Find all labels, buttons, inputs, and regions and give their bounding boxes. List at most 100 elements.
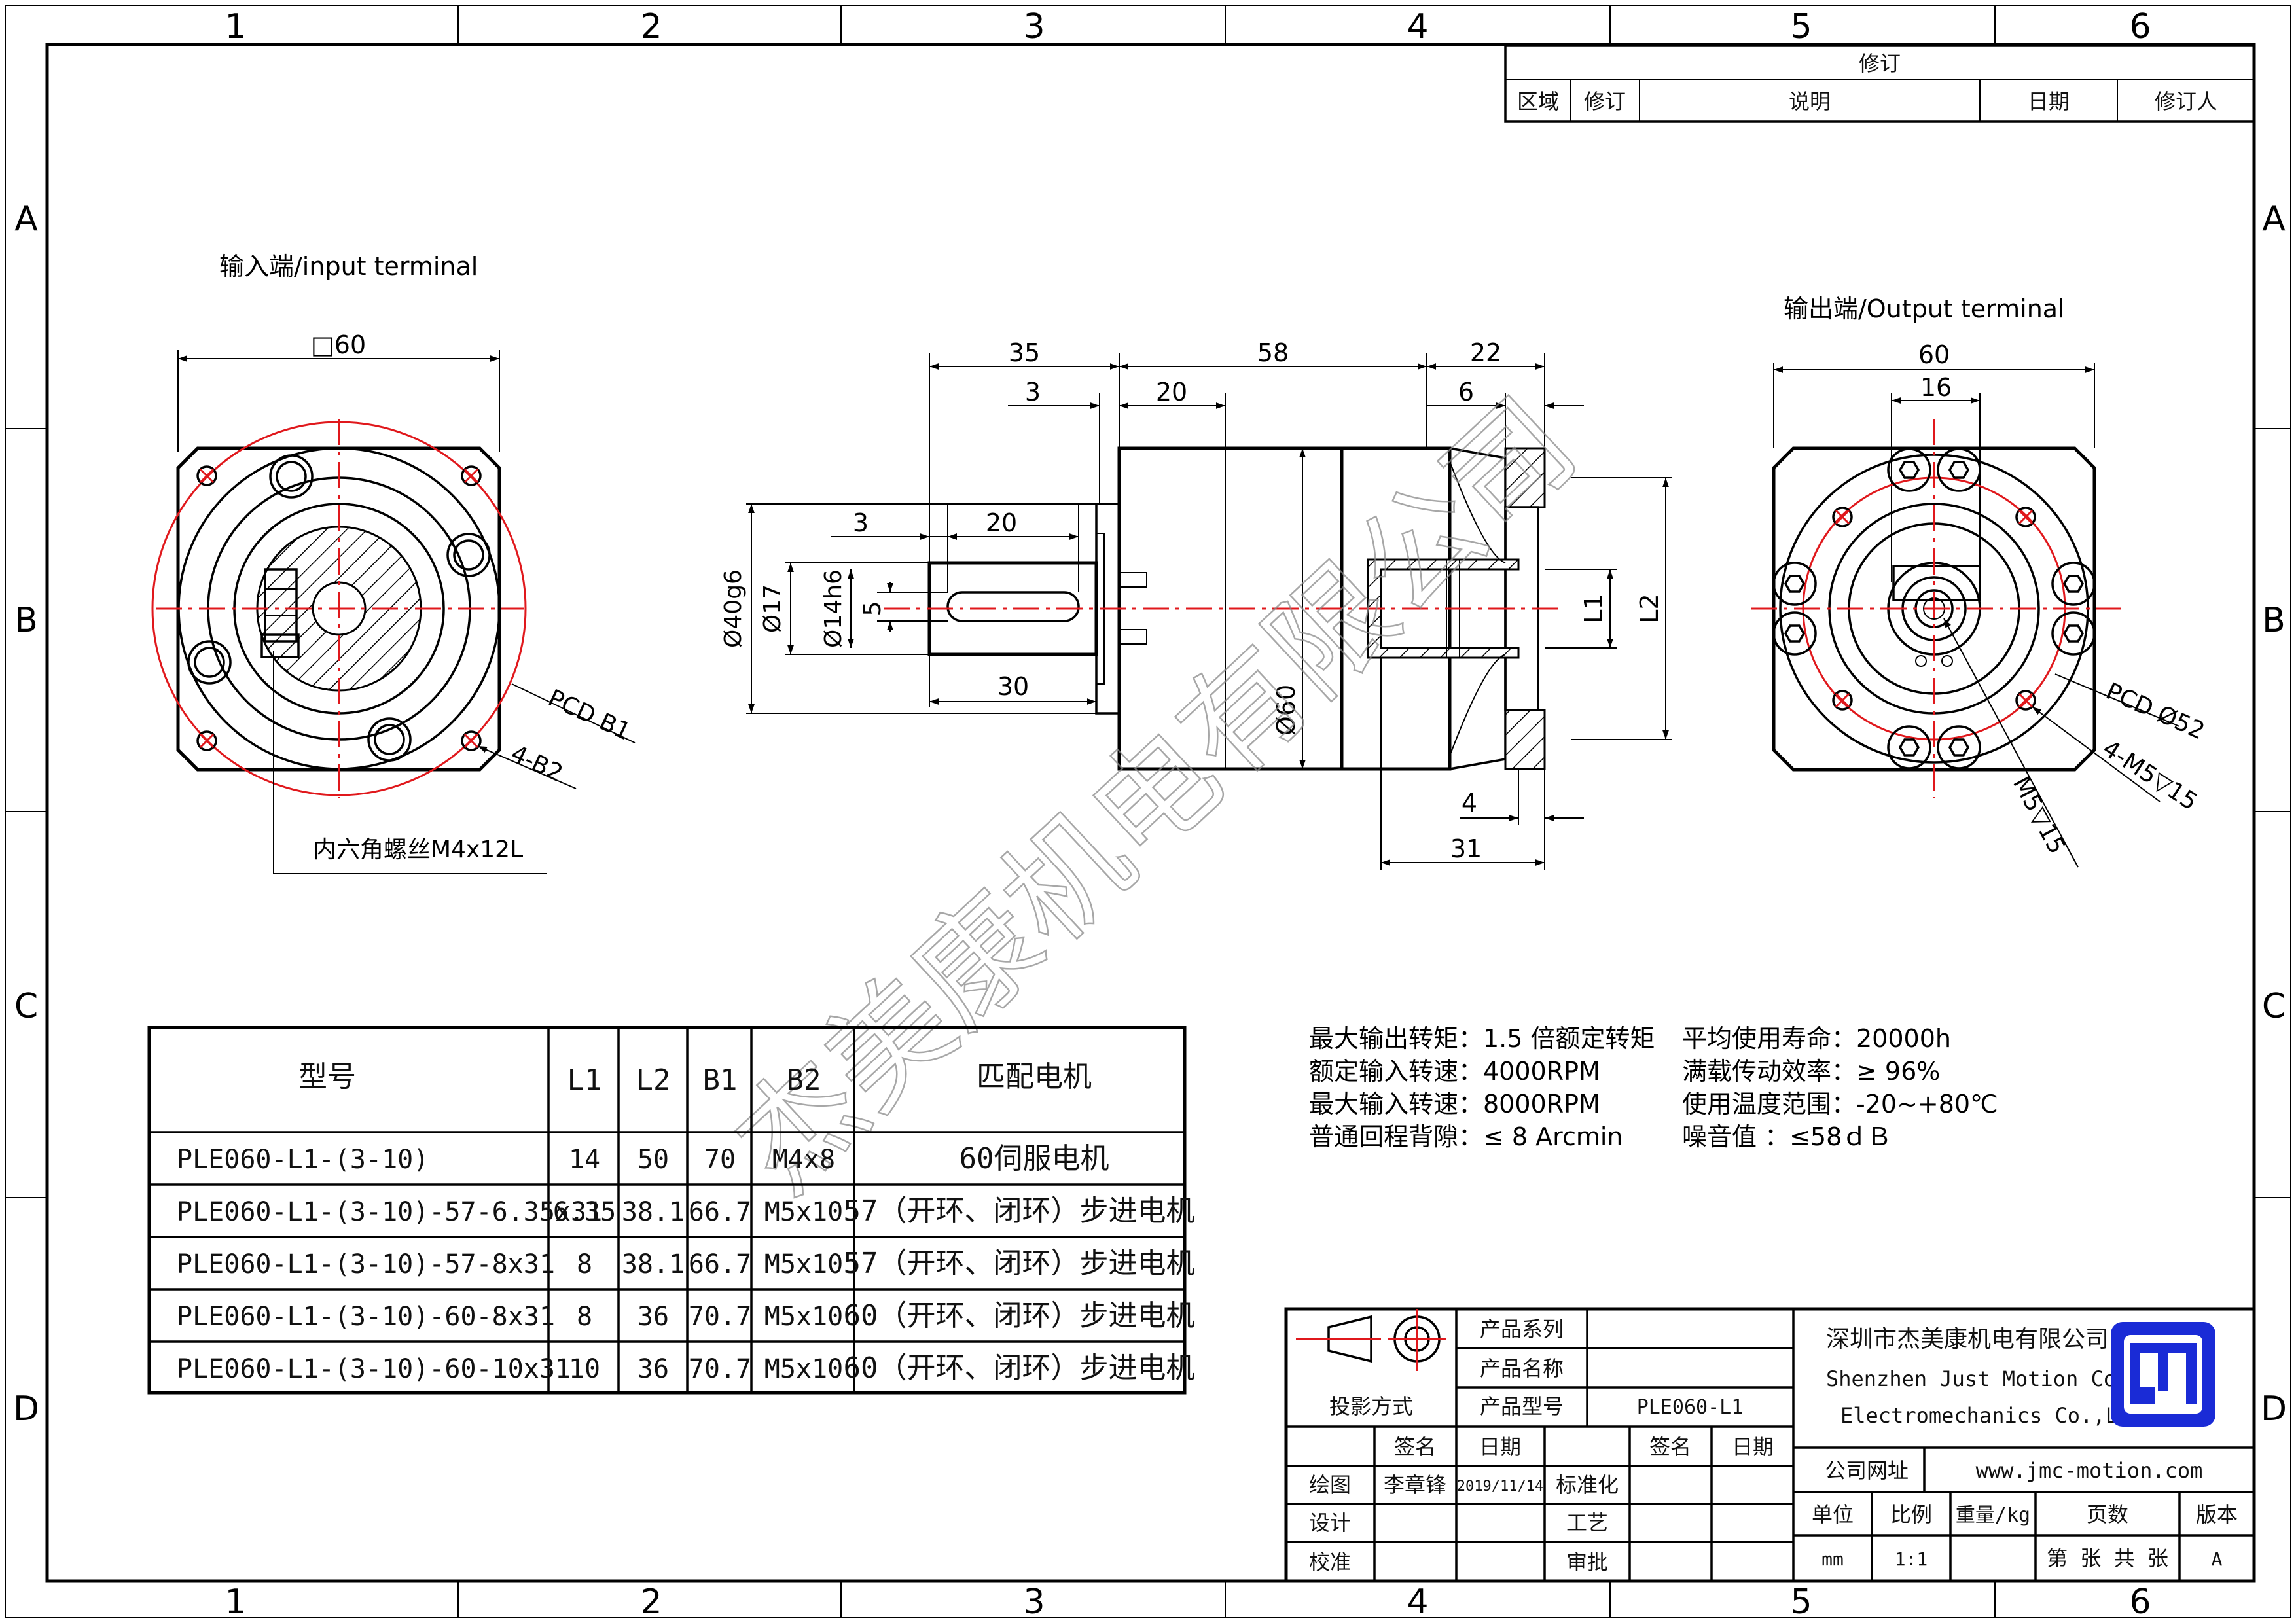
title-unit: mm [1821,1548,1844,1570]
title-website-label: 公司网址 [1825,1458,1909,1483]
output-label-center: M5▽15 [2007,772,2070,859]
side-section-view: 35 58 22 3 20 6 3 20 30 [720,338,1672,870]
table-row: PLE060-L1-(3-10)-60-8x31 8 36 70.7 M5x10… [177,1299,1194,1332]
spec-cell-L1: 14 [569,1145,600,1175]
frame-col-4-bottom: 4 [1407,1582,1428,1622]
revision-header-rev: 修订 [1584,89,1626,114]
title-scale-label: 比例 [1890,1502,1932,1527]
title-projection-label: 投影方式 [1329,1394,1413,1419]
side-dim-L2: L2 [1635,594,1664,623]
side-dim-L1: L1 [1579,594,1608,623]
revision-header-area: 区域 [1517,89,1559,114]
output-terminal-view: 输出端/Output terminal 60 16 [1751,294,2208,868]
input-label-pcd: PCD B1 [544,685,634,746]
side-dim-3-top: 3 [1025,378,1041,406]
spec-header-model: 型号 [298,1060,356,1094]
frame-col-3-bottom: 3 [1023,1582,1045,1622]
frame-col-6-top: 6 [2129,7,2151,46]
table-row: PLE060-L1-(3-10)-60-10x31 10 36 70.7 M5x… [177,1351,1194,1385]
spec-header-B1: B1 [703,1063,738,1097]
revision-header-reviser: 修订人 [2155,89,2217,114]
revision-header-desc: 说明 [1789,89,1831,114]
output-dim-16: 16 [1920,373,1952,402]
frame-row-c-left: C [14,987,38,1026]
spec-cell-L2: 50 [637,1145,669,1175]
title-approve-label: 审批 [1566,1550,1608,1575]
side-dim-20-inner: 20 [986,508,1017,537]
spec-header-B2: B2 [787,1063,821,1097]
title-model-label: 产品型号 [1480,1394,1564,1419]
title-sign-label-1: 签名 [1394,1435,1436,1459]
spec-cell-B2: M5x10 [764,1302,843,1332]
frame-col-6-bottom: 6 [2129,1582,2151,1622]
side-dim-30: 30 [997,672,1029,701]
spec-cell-motor: 57（开环、闭环）步进电机 [844,1247,1195,1280]
side-dim-17: Ø17 [759,584,786,633]
side-dim-4: 4 [1462,789,1477,817]
spec-cell-L2: 38.1 [622,1197,685,1227]
output-label-pcd: PCD Ø52 [2102,678,2208,745]
side-dim-22: 22 [1470,338,1501,367]
side-dim-40g6: Ø40g6 [720,569,747,648]
frame-col-5-bottom: 5 [1790,1582,1812,1622]
spec-cell-L1: 10 [569,1354,600,1384]
spec-cell-B1: 66.7 [689,1197,751,1227]
title-version-label: 版本 [2196,1502,2238,1527]
title-sign-label-2: 签名 [1649,1435,1691,1459]
input-label-holes: 4-B2 [507,740,567,787]
spec-cell-L1: 8 [577,1302,592,1332]
side-dim-35: 35 [1009,338,1040,367]
title-scale: 1:1 [1895,1548,1928,1570]
frame-row-a-left: A [14,200,38,239]
spec-cell-model: PLE060-L1-(3-10)-57-8x31 [177,1249,555,1279]
spec-cell-B1: 70.7 [689,1354,751,1384]
table-row: PLE060-L1-(3-10)-57-6.35x31 6.35 38.1 66… [177,1194,1194,1228]
title-pages: 第 张 共 张 [2047,1546,2168,1571]
title-website: www.jmc-motion.com [1976,1458,2203,1483]
title-drawer: 李章锋 [1384,1472,1446,1497]
frame-row-d-right: D [2261,1389,2287,1429]
spec-cell-B1: 66.7 [689,1249,751,1279]
title-block: 投影方式 产品系列 产品名称 产品型号 PLE060-L1 签名 日期 签名 日… [1284,1307,2256,1583]
spec-cell-motor: 57（开环、闭环）步进电机 [844,1194,1195,1228]
spec-backlash: 普通回程背隙：≤ 8 Arcmin [1309,1122,1623,1151]
title-date-label-2: 日期 [1732,1435,1774,1459]
drawing-frame: 1 2 3 4 5 6 1 2 3 4 5 6 A B C D A B C D [5,5,2291,1622]
output-view-title: 输出端/Output terminal [1784,294,2065,323]
performance-specs: 最大输出转矩：1.5 倍额定转矩 额定输入转速：4000RPM 最大输入转速：8… [1309,1024,1998,1151]
side-dim-3-inner: 3 [853,508,869,537]
spec-cell-L1: 6.35 [553,1197,616,1227]
side-dim-5: 5 [859,601,886,616]
title-check-label: 校准 [1309,1550,1351,1575]
title-process-label: 工艺 [1566,1510,1608,1535]
spec-cell-model: PLE060-L1-(3-10)-60-8x31 [177,1302,555,1332]
spec-efficiency: 满载传动效率：≥ 96% [1682,1057,1940,1086]
spec-cell-model: PLE060-L1-(3-10)-57-6.35x31 [177,1197,602,1227]
spec-cell-model: PLE060-L1-(3-10) [177,1145,429,1175]
table-row: PLE060-L1-(3-10) 14 50 70 M4x8 60伺服电机 [177,1142,1109,1175]
frame-row-d-left: D [13,1389,39,1429]
title-draw-date: 2019/11/14 [1457,1478,1543,1495]
frame-row-c-right: C [2262,987,2286,1026]
revision-header-date: 日期 [2028,89,2070,114]
title-version: A [2212,1548,2223,1570]
side-dim-20-top: 20 [1156,378,1187,406]
title-draw-label: 绘图 [1309,1472,1351,1497]
title-name-label: 产品名称 [1480,1356,1564,1381]
spec-max-torque: 最大输出转矩：1.5 倍额定转矩 [1309,1024,1655,1053]
spec-cell-L2: 36 [637,1354,669,1384]
title-design-label: 设计 [1309,1510,1351,1535]
title-series-label: 产品系列 [1480,1317,1564,1342]
input-label-screw: 内六角螺丝M4x12L [313,836,523,863]
side-dim-58: 58 [1257,338,1289,367]
spec-noise: 噪音值 ：≤58ｄＢ [1682,1122,1892,1151]
frame-col-2-top: 2 [640,7,662,46]
input-view-title: 输入端/input terminal [219,252,478,281]
input-terminal-view: 输入端/input terminal □60 [151,252,636,874]
spec-cell-B2: M5x10 [764,1354,843,1384]
title-std-label: 标准化 [1556,1472,1619,1497]
spec-life: 平均使用寿命：20000h [1682,1024,1951,1053]
spec-cell-B2: M5x10 [764,1249,843,1279]
spec-cell-motor: 60（开环、闭环）步进电机 [844,1299,1195,1332]
spec-cell-motor: 60伺服电机 [960,1142,1109,1175]
